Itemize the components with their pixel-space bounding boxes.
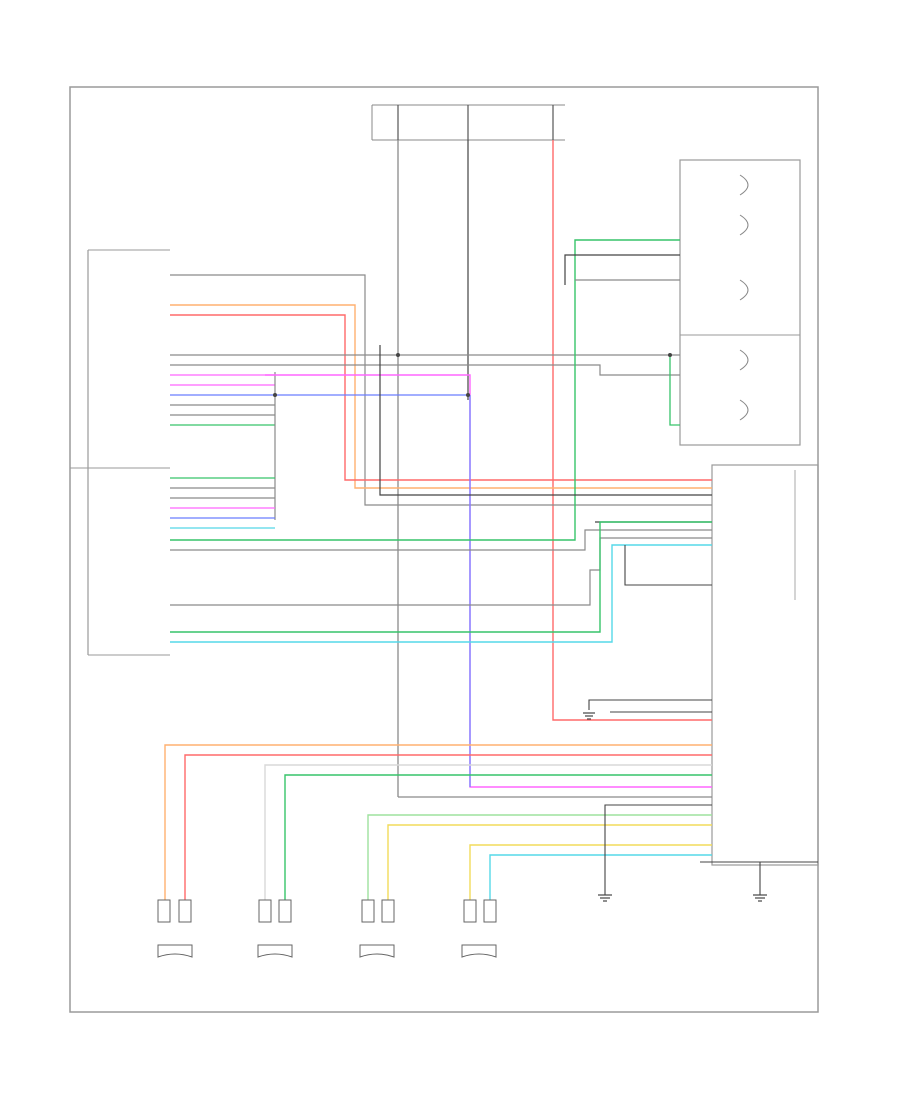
wire-green-right — [669, 355, 680, 426]
wire-lower-1 — [170, 537, 712, 606]
fuse-block — [371, 104, 565, 141]
wire-ground-lower-2 — [700, 861, 761, 895]
wire-black-upper — [564, 254, 680, 285]
splice-dot — [273, 393, 277, 397]
wire-speaker-4a — [469, 844, 712, 900]
speaker-2 — [257, 899, 293, 958]
upper-right-components — [679, 159, 801, 446]
wire-feed-red — [552, 140, 712, 721]
wire-speaker-4b — [489, 854, 712, 900]
wire-upper-5 — [170, 364, 680, 376]
wire-upper-2 — [170, 304, 712, 489]
wire-magenta-long — [265, 374, 712, 788]
speaker-4 — [461, 899, 497, 958]
wire-lower-2 — [170, 521, 712, 633]
ground-symbol-mid — [583, 712, 595, 720]
speaker-1 — [157, 899, 193, 958]
wire-mid-7 — [170, 529, 712, 551]
wire-speaker-3a — [367, 814, 712, 900]
wire-lower-3 — [170, 544, 712, 643]
wire-lower-4 — [624, 545, 712, 586]
speaker-3 — [359, 899, 395, 958]
wire-speaker-2b — [284, 774, 712, 900]
ground-symbol-lower-2 — [753, 894, 767, 902]
wire-speaker-3b — [387, 824, 712, 900]
amplifier-module-body — [711, 464, 819, 866]
upper-right-box — [679, 159, 801, 446]
splice-dot — [668, 353, 672, 357]
wire-mid-8 — [379, 345, 712, 496]
wire-ground-mid — [588, 699, 712, 710]
left-connector — [70, 249, 170, 656]
wire-speaker-2a — [264, 764, 712, 900]
wire-speaker-1b — [184, 754, 712, 900]
splice-dot — [396, 353, 400, 357]
wire-upper-1 — [170, 274, 712, 506]
amplifier-module — [711, 464, 819, 866]
wire-speaker-1a — [164, 744, 712, 900]
wire-green-upper — [170, 239, 680, 541]
ground-symbol-lower-1 — [598, 894, 612, 902]
wire-upper-3 — [170, 314, 712, 481]
splice-dot — [466, 393, 470, 397]
wire-ground-lower — [604, 804, 712, 895]
